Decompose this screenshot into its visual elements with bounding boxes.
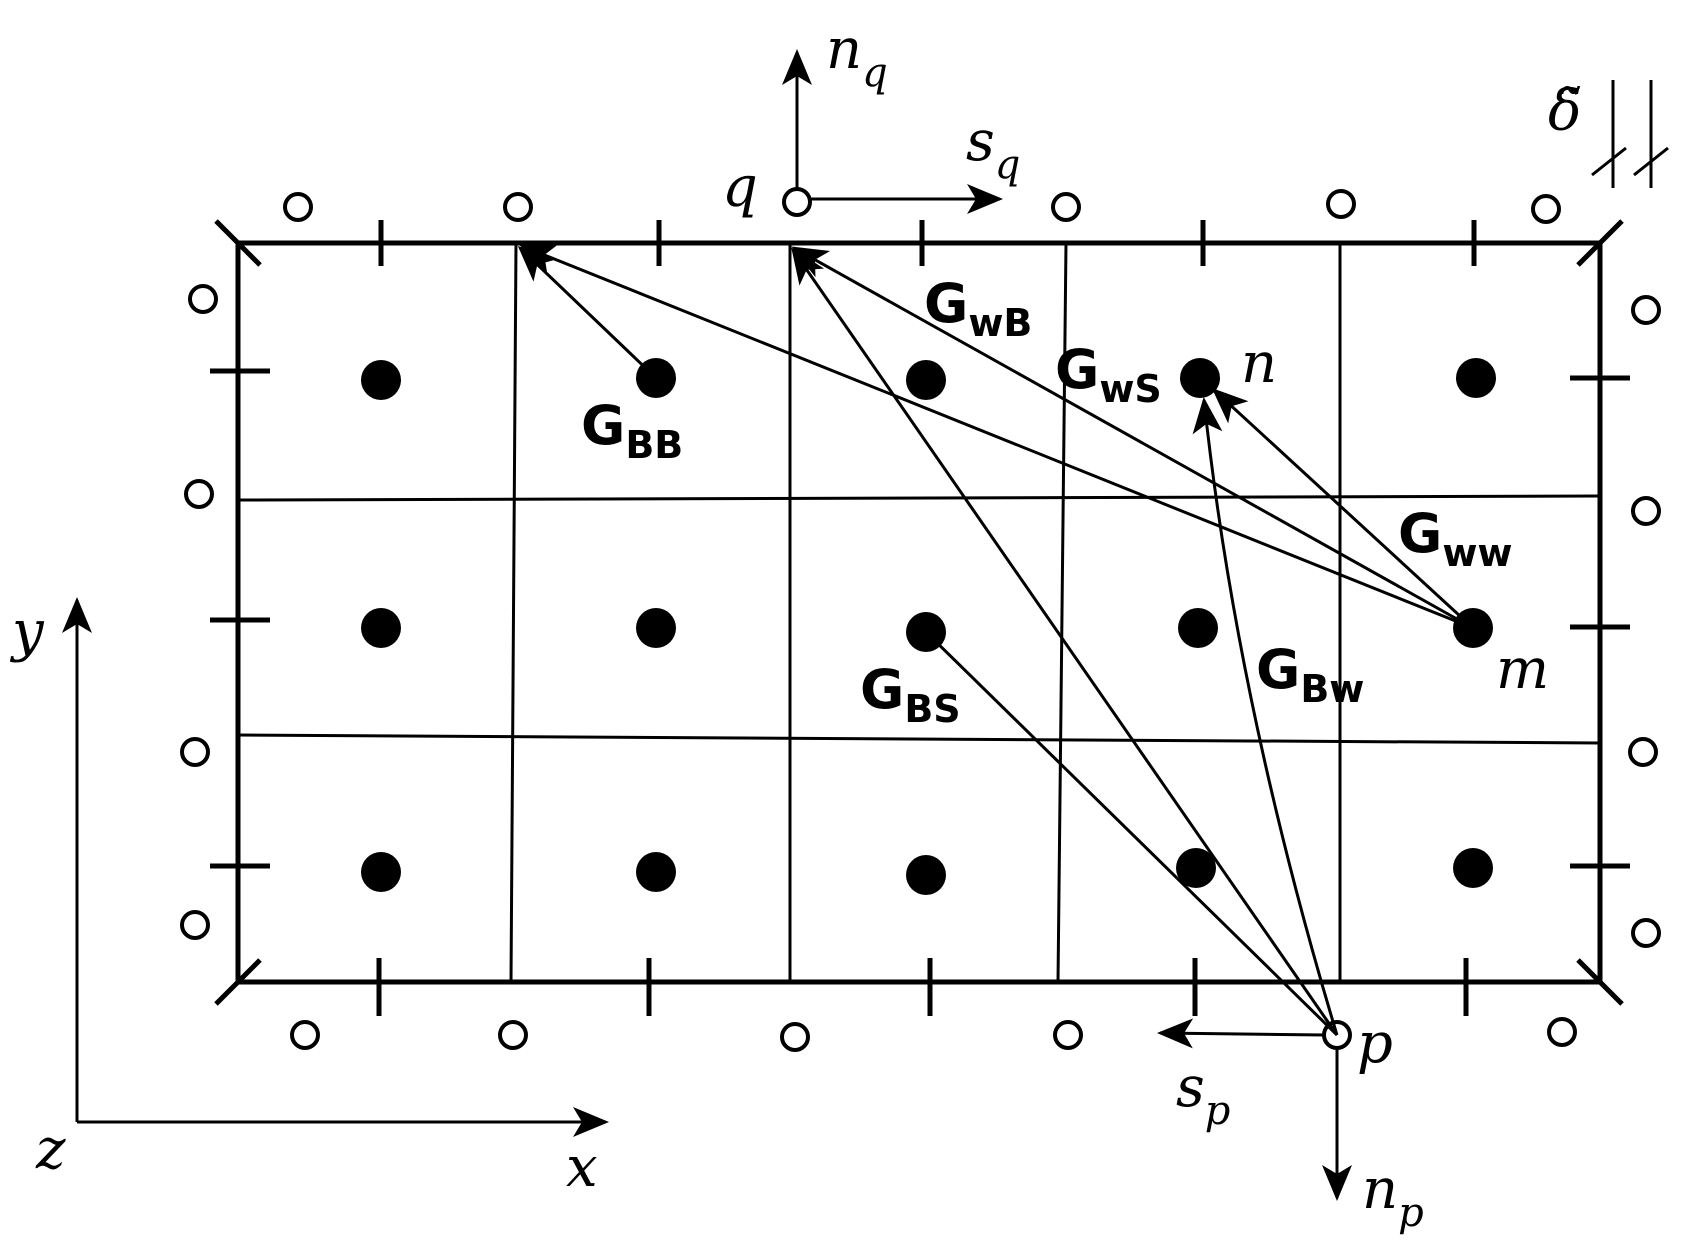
cell-node <box>1453 848 1493 888</box>
local-axes <box>782 49 1352 1201</box>
cell-node <box>636 608 676 648</box>
boundary-node <box>1051 192 1081 222</box>
boundary-node <box>1531 194 1561 224</box>
label-n-q: nq <box>826 17 888 96</box>
label-s-p: sp <box>1176 1055 1230 1134</box>
arrow-g-wb <box>791 246 1474 630</box>
boundary-node <box>1631 496 1661 526</box>
label-s-q: sq <box>966 109 1020 188</box>
boundary-node <box>1326 189 1356 219</box>
arrow-m-to-b1 <box>519 244 1474 630</box>
boundary-node <box>503 192 533 222</box>
label-z: z <box>35 1117 66 1182</box>
boundary-ticks <box>210 220 1630 1016</box>
label-g-bs: GBS <box>860 658 961 731</box>
boundary-node <box>1631 295 1661 325</box>
label-g-wb: GwB <box>924 272 1032 345</box>
global-axes <box>62 597 609 1137</box>
boundary-node-q <box>782 187 812 217</box>
cell-node <box>636 852 676 892</box>
cell-node <box>906 855 946 895</box>
label-delta: δ̃ <box>1548 79 1582 144</box>
boundary-node <box>498 1020 528 1050</box>
boundary-node <box>1631 918 1661 948</box>
cell-node <box>1176 848 1216 888</box>
cell-node <box>1178 608 1218 648</box>
arrow-p-to-b2 <box>791 247 1339 1036</box>
label-g-ww: Gww <box>1398 502 1513 575</box>
arrow-g-bw <box>1192 397 1339 1036</box>
cell-grid-lines <box>237 242 1601 983</box>
arrow-g-ww <box>1211 387 1475 630</box>
arrow-g-bb <box>517 245 658 380</box>
delta-indicator <box>1591 80 1669 188</box>
label-y: y <box>9 599 45 664</box>
boundary-node <box>184 479 214 509</box>
boundary-node <box>188 284 218 314</box>
label-g-bw: GBw <box>1256 638 1364 711</box>
domain-border <box>214 219 1624 1006</box>
label-p: p <box>1357 1011 1393 1076</box>
boundary-node <box>180 737 210 767</box>
cell-node <box>361 608 401 648</box>
label-q: q <box>722 155 758 220</box>
cell-node <box>906 360 946 400</box>
cell-node <box>361 360 401 400</box>
boundary-node <box>1547 1017 1577 1047</box>
cell-centre-nodes <box>361 358 1496 895</box>
green-function-arrows <box>517 244 1475 1037</box>
label-x: x <box>566 1135 598 1200</box>
boundary-node <box>283 192 313 222</box>
label-g-bb: GBB <box>581 394 683 467</box>
cell-node-n <box>1180 358 1220 398</box>
s-p-arrow <box>1157 1018 1325 1049</box>
boundary-node <box>290 1020 320 1050</box>
boundary-node <box>1053 1020 1083 1050</box>
boundary-node <box>780 1022 810 1052</box>
boundary-node <box>180 910 210 940</box>
label-g-ws: GwS <box>1055 338 1162 411</box>
cell-node <box>1456 358 1496 398</box>
arrow-g-bs <box>924 630 1339 1037</box>
cell-node <box>361 852 401 892</box>
label-n-p: np <box>1362 1157 1424 1236</box>
label-n: n <box>1241 331 1277 396</box>
boundary-node <box>1628 737 1658 767</box>
label-m: m <box>1496 637 1549 702</box>
